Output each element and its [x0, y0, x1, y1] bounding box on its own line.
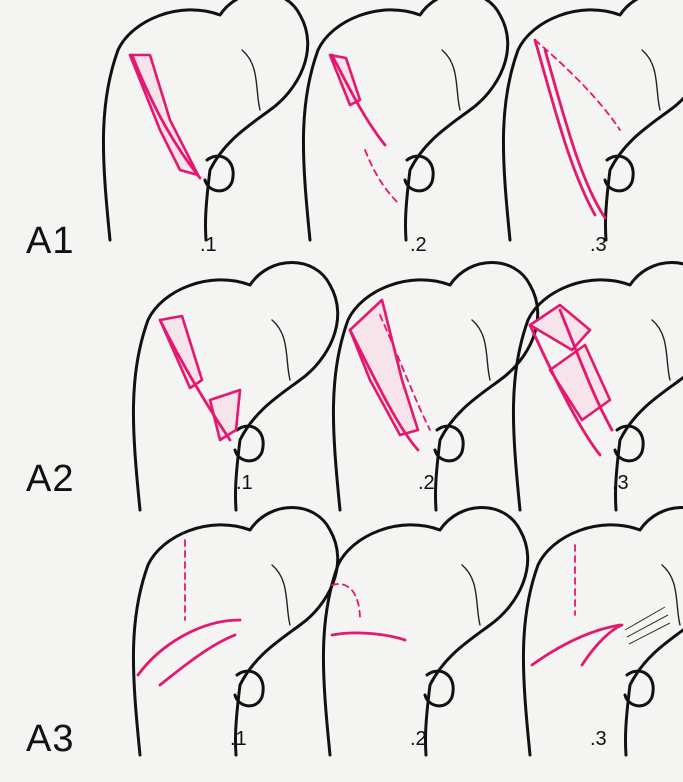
diagram-a1-3 — [503, 0, 683, 240]
sublabel-a2-3: .3 — [612, 472, 629, 495]
sublabel-a2-1: .1 — [236, 472, 253, 495]
row-label-a2: A2 — [26, 458, 74, 501]
diagram-a2-2 — [333, 263, 537, 511]
diagram-a3-1 — [133, 508, 337, 756]
diagram-a3-3 — [523, 508, 683, 756]
sublabel-a1-3: .3 — [590, 234, 607, 257]
diagram-a3-2 — [323, 508, 527, 756]
sublabel-a1-2: .2 — [410, 234, 427, 257]
sublabel-a3-2: .2 — [410, 728, 427, 751]
sublabel-a2-2: .2 — [418, 472, 435, 495]
row-label-a3: A3 — [26, 718, 74, 761]
diagram-a1-2 — [303, 0, 507, 240]
diagram-a1-1 — [103, 0, 307, 240]
sublabel-a3-1: .1 — [230, 728, 247, 751]
diagram-a2-3 — [513, 263, 683, 511]
sublabel-a1-1: .1 — [200, 234, 217, 257]
sublabel-a3-3: .3 — [590, 728, 607, 751]
row-label-a1: A1 — [26, 220, 74, 263]
